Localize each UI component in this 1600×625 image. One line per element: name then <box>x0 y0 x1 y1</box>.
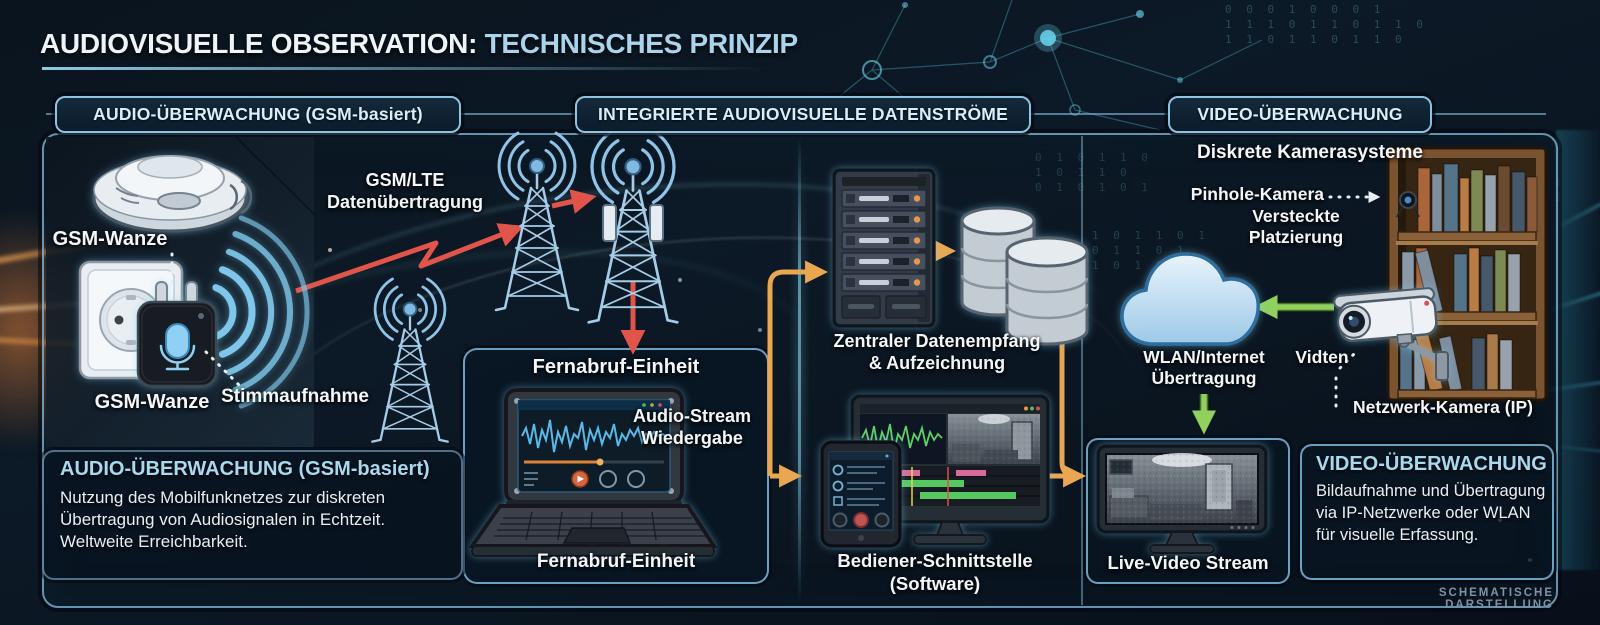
wlan-internet-label: WLAN/Internet Übertragung <box>1143 347 1265 389</box>
central-reception-caption: Zentraler Datenempfang & Aufzeichnung <box>833 331 1041 373</box>
audio-info-title: AUDIO-ÜBERWACHUNG (GSM-basiert) <box>60 458 430 480</box>
right-edge-beams <box>1556 130 1600 570</box>
section-header-audio: AUDIO-ÜBERWACHUNG (GSM-basiert) <box>55 96 461 133</box>
ip-camera-label: Netzwerk-Kamera (IP) <box>1353 397 1533 417</box>
schematic-note: SCHEMATISCHE DARSTELLUNG <box>1438 587 1554 611</box>
audio-info-line: Weltweite Erreichbarkeit. <box>60 532 248 551</box>
smoke-detector-label: GSM-Wanze <box>52 228 168 250</box>
section-header-integrated: INTEGRIERTE AUDIOVISUELLE DATENSTRÖME <box>575 96 1031 133</box>
video-section-divider <box>1081 136 1083 605</box>
binary-decoration: 0 0 0 1 0 0 0 1 1 1 1 0 1 1 0 1 1 0 1 1 … <box>1225 3 1427 46</box>
pinhole-camera-label: Pinhole-Kamera <box>1190 184 1324 204</box>
audio-info-line: Übertragung von Audiosignalen in Echtzei… <box>60 510 386 529</box>
plug-bug-label: GSM-Wanze <box>94 391 210 413</box>
discrete-camera-header: Diskrete Kamerasysteme <box>1196 142 1424 163</box>
section-header-video: VIDEO-ÜBERWACHUNG <box>1168 96 1432 133</box>
title-part2: TECHNISCHES PRINZIP <box>484 28 799 59</box>
fernabruf-box <box>463 348 769 584</box>
video-artifact-label: Vidten <box>1295 347 1349 367</box>
video-info-title: VIDEO-ÜBERWACHUNG <box>1316 453 1547 475</box>
live-video-caption: Live-Video Stream <box>1107 552 1269 573</box>
voice-recording-label: Stimmaufnahme <box>221 386 369 407</box>
audio-info-box <box>42 450 463 580</box>
video-info-line: via IP-Netzwerke oder WLAN <box>1316 504 1531 522</box>
audio-info-line: Nutzung des Mobilfunknetzes zur diskrete… <box>60 488 386 507</box>
page-title: AUDIOVISUELLE OBSERVATION: TECHNISCHES P… <box>40 28 798 60</box>
video-info-box <box>1300 444 1554 580</box>
gsm-lte-label: GSM/LTE Datenübertragung <box>326 170 483 212</box>
title-part1: AUDIOVISUELLE OBSERVATION: <box>40 28 478 59</box>
fernabruf-caption: Fernabruf-Einheit <box>536 551 696 572</box>
operator-interface-caption: Bediener-Schnittstelle (Software) <box>837 550 1033 594</box>
fernabruf-title: Fernabruf-Einheit <box>532 356 700 378</box>
hidden-placement-label: Versteckte Platzierung <box>1248 206 1344 248</box>
audio-stream-label: Audio-Stream Wiedergabe <box>632 406 751 448</box>
title-underline <box>42 67 772 70</box>
video-info-line: für visuelle Erfassung. <box>1316 526 1479 544</box>
video-info-line: Bildaufnahme und Übertragung <box>1316 482 1546 500</box>
